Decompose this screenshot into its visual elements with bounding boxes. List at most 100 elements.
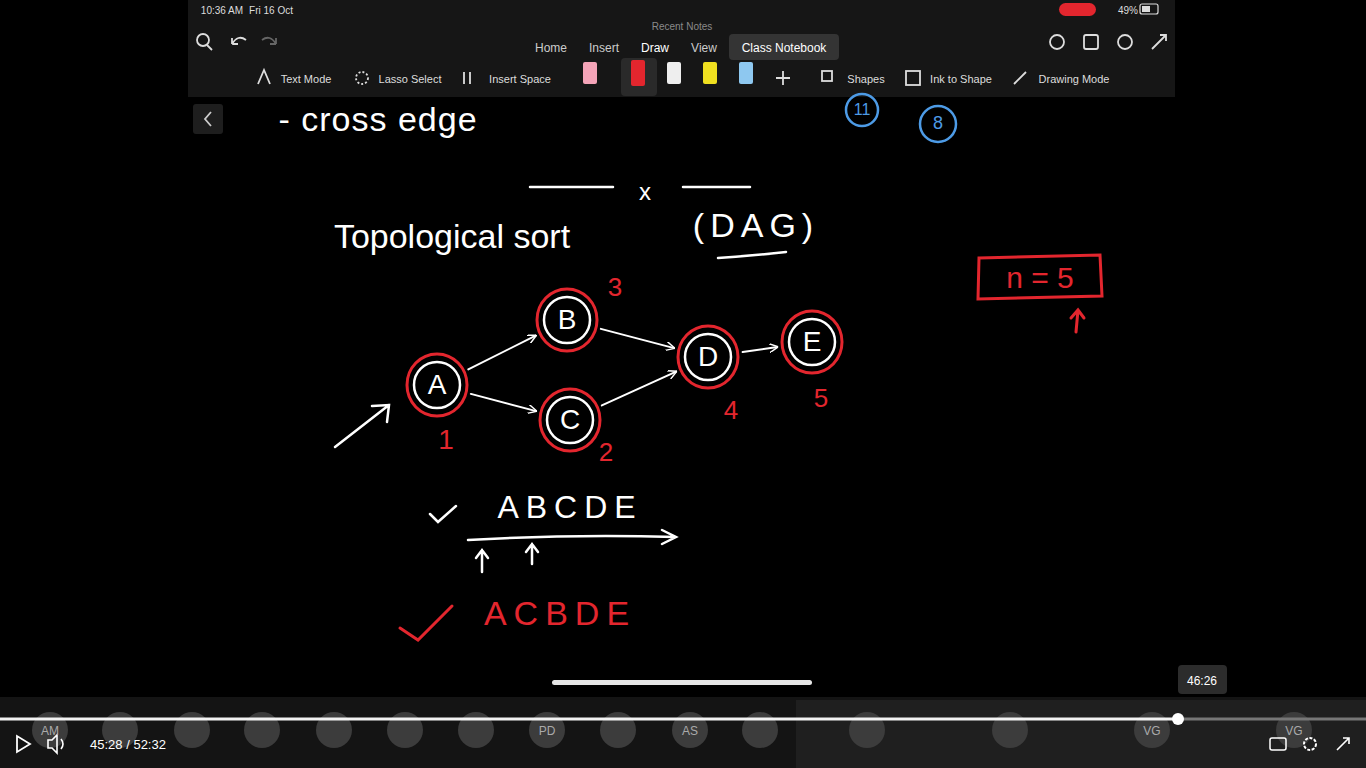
fullscreen-icon xyxy=(1337,738,1349,750)
vertex-letter: D xyxy=(698,343,718,371)
time-tooltip-text-box: 46:26 xyxy=(1187,671,1217,689)
directed-edge xyxy=(602,372,676,406)
app-toolbar xyxy=(188,0,1175,97)
blue-circles xyxy=(846,94,956,142)
time-tooltip xyxy=(1178,665,1227,694)
directed-edge xyxy=(471,394,536,411)
toolbar-icons xyxy=(197,34,1166,85)
red-ink xyxy=(400,255,1102,640)
active-tab xyxy=(729,34,839,60)
tool-button-box: Text Mode xyxy=(281,69,332,87)
window-title: Recent Notes xyxy=(652,21,713,32)
menu-tab-box: Home xyxy=(535,38,567,56)
avatar-initials-box: VG xyxy=(1285,721,1302,739)
status-time: 10:36 AM xyxy=(201,5,243,16)
note-text: x xyxy=(639,179,651,205)
status-time-box: 10:36 AM xyxy=(201,0,243,18)
blue-number: 8 xyxy=(933,114,943,134)
settings-icon xyxy=(1304,738,1316,750)
menu-tab: Class Notebook xyxy=(742,42,827,55)
participant-avatars xyxy=(32,712,1312,748)
avatar-initials: AS xyxy=(682,725,698,738)
status-date: Fri 16 Oct xyxy=(249,5,293,16)
video-time-box: 45:28 / 52:32 xyxy=(90,735,166,753)
vertex-letter: E xyxy=(803,328,822,356)
order-number: 2 xyxy=(599,438,613,467)
tool-button-box: Drawing Mode xyxy=(1039,69,1110,87)
window-title-box: Recent Notes xyxy=(652,16,713,34)
pen-icons xyxy=(583,60,753,86)
note-text-box: n = 5 xyxy=(1006,261,1074,294)
directed-edge xyxy=(468,336,535,370)
menu-tab-box: View xyxy=(691,38,717,56)
order-number-box: 2 xyxy=(599,438,613,467)
selected-pen-bg xyxy=(621,58,657,96)
tool-button-box: Insert Space xyxy=(489,69,551,87)
tool-button: Shapes xyxy=(847,73,884,85)
captions-icon xyxy=(1270,738,1286,750)
avatar-initials: VG xyxy=(1285,725,1302,738)
progress-remaining xyxy=(1178,718,1366,721)
order-number-box: 5 xyxy=(814,384,828,413)
avatar-initials-box: PD xyxy=(539,721,556,739)
graph-vertex: D xyxy=(676,325,740,389)
time-tooltip-text: 46:26 xyxy=(1187,675,1217,688)
battery-level xyxy=(1142,6,1150,12)
heading-text-box: Topological sort xyxy=(334,218,570,255)
vertex-letter: A xyxy=(428,371,447,399)
graph-vertex: A xyxy=(405,353,469,417)
tool-button: Lasso Select xyxy=(379,73,442,85)
blue-number-box: 8 xyxy=(933,114,943,134)
progress-knob xyxy=(1172,713,1184,725)
menu-tab-box: Draw xyxy=(641,38,669,56)
menu-tab: View xyxy=(691,42,717,55)
directed-edge xyxy=(743,347,778,352)
order-number-box: 4 xyxy=(724,396,738,425)
avatar-initials: PD xyxy=(539,725,556,738)
tool-button-box: Lasso Select xyxy=(379,69,442,87)
battery-icon xyxy=(1140,4,1158,14)
order-sequence: ACBDE xyxy=(484,595,636,632)
vertex-letter: B xyxy=(558,306,577,334)
avatar-initials: AM xyxy=(41,725,59,738)
heading-text-box: (DAG) xyxy=(693,207,819,244)
vertex-letter: C xyxy=(560,406,580,434)
order-number-box: 3 xyxy=(608,273,622,302)
menu-tab: Insert xyxy=(589,42,619,55)
tool-button: Insert Space xyxy=(489,73,551,85)
order-number-box: 1 xyxy=(438,425,454,456)
avatar-initials: VG xyxy=(1143,725,1160,738)
heading-text: Topological sort xyxy=(334,218,570,255)
note-text: n = 5 xyxy=(1006,261,1074,294)
battery-text: 49% xyxy=(1118,5,1138,16)
note-text-box: - cross edge xyxy=(278,101,477,138)
status-date-box: Fri 16 Oct xyxy=(249,0,293,18)
heading-text: (DAG) xyxy=(693,207,819,244)
blue-number-box: 11 xyxy=(854,101,871,119)
tool-button-box: Shapes xyxy=(847,69,884,87)
menu-tab: Draw xyxy=(641,42,669,55)
back-button xyxy=(193,104,223,134)
order-sequence-box: ABCDE xyxy=(497,490,642,525)
order-number: 3 xyxy=(608,273,622,302)
video-time: 45:28 / 52:32 xyxy=(90,738,166,752)
menu-tab: Home xyxy=(535,42,567,55)
graph-vertex: C xyxy=(538,388,602,452)
avatar-initials-box: AS xyxy=(682,721,698,739)
order-sequence-box: ACBDE xyxy=(484,595,636,632)
avatar-initials-box: AM xyxy=(41,721,59,739)
tool-button: Drawing Mode xyxy=(1039,73,1110,85)
order-number: 5 xyxy=(814,384,828,413)
menu-tab-box: Insert xyxy=(589,38,619,56)
progress-played xyxy=(0,718,1178,721)
directed-edge xyxy=(601,329,674,348)
participant-strip xyxy=(796,700,1366,768)
video-bar xyxy=(0,697,1366,768)
note-text-box: x xyxy=(639,179,651,205)
tool-button: Text Mode xyxy=(281,73,332,85)
tool-button: Ink to Shape xyxy=(930,73,992,85)
play-button xyxy=(17,736,30,752)
order-number: 4 xyxy=(724,396,738,425)
